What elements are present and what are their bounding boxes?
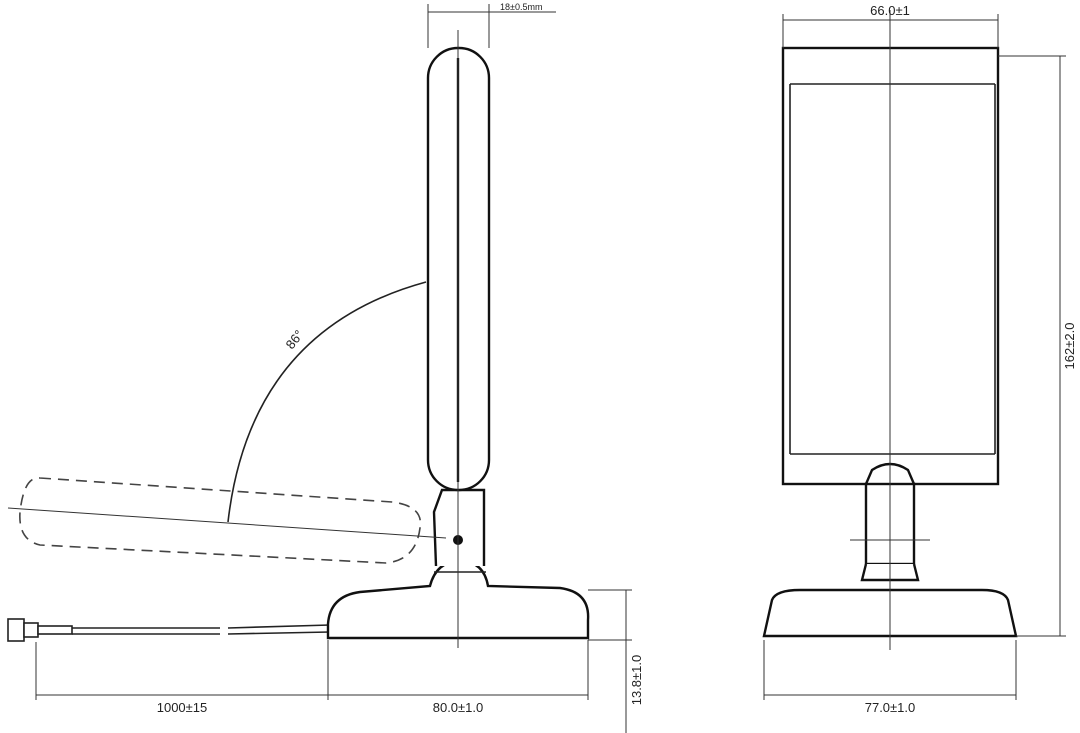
front-view: 66.0±1 162±2.0 77.0±1.0 bbox=[762, 3, 1077, 715]
antenna-thickness-label: 18±0.5mm bbox=[500, 2, 542, 12]
cable-strain-relief bbox=[37, 625, 73, 635]
antenna-stem bbox=[432, 488, 486, 567]
base-length-label: 80.0±1.0 bbox=[433, 700, 484, 715]
sma-connector bbox=[7, 618, 25, 642]
antenna-panel-folded-dashed bbox=[19, 477, 422, 564]
cable-bottom-edge-2 bbox=[227, 631, 331, 635]
front-width-label: 66.0±1 bbox=[870, 3, 910, 18]
angle-label: 86° bbox=[283, 327, 307, 352]
cable-length-label: 1000±15 bbox=[157, 700, 208, 715]
base-width-label: 77.0±1.0 bbox=[865, 700, 916, 715]
base-height-label: 13.8±1.0 bbox=[629, 655, 644, 706]
folded-centerline bbox=[7, 507, 447, 539]
connector-nut bbox=[23, 622, 39, 638]
side-view: 86° 18±0.5mm 1000±15 80.0±1.0 13.8±1.0 bbox=[7, 2, 644, 733]
cable bbox=[7, 618, 331, 642]
angle-arc bbox=[227, 281, 427, 523]
cable-top-edge-2 bbox=[227, 624, 331, 629]
height-label: 162±2.0 bbox=[1062, 323, 1077, 370]
